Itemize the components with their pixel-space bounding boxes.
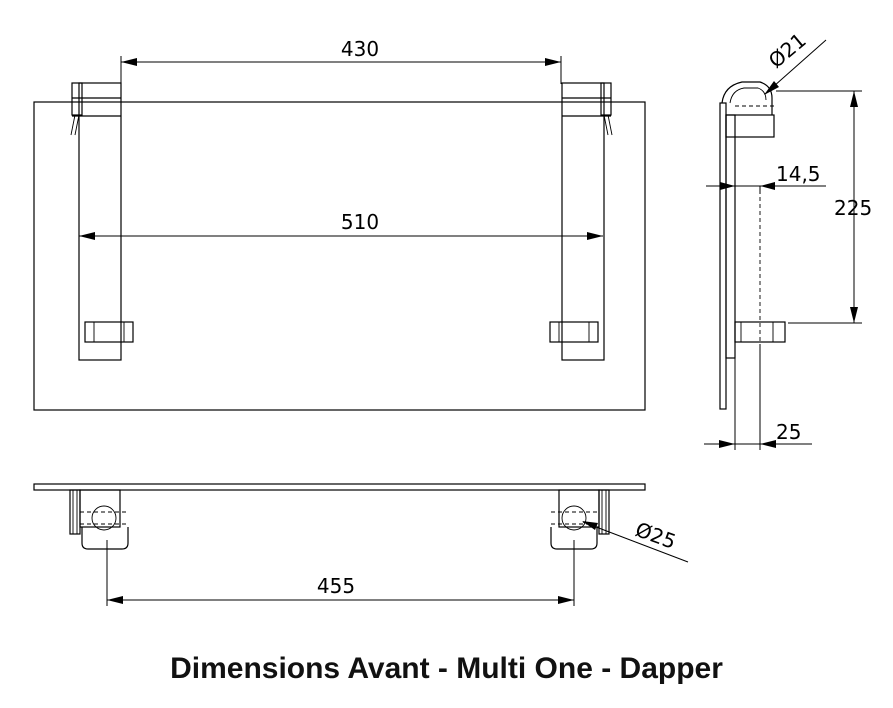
dimension-label-430: 430	[341, 37, 379, 61]
dimension-510: 510	[79, 210, 603, 240]
dimension-455: 455	[106, 540, 575, 606]
dimension-label-25: 25	[776, 420, 801, 444]
dimension-diameter-25: Ø25	[582, 517, 689, 563]
dimension-label-diameter-21: Ø21	[764, 28, 811, 73]
dimension-label-diameter-25: Ø25	[632, 517, 679, 554]
dimension-25: 25	[704, 342, 812, 450]
dimension-label-455: 455	[317, 574, 355, 598]
dimension-label-225: 225	[834, 196, 872, 220]
dimension-label-510: 510	[341, 210, 379, 234]
dimension-225: 225	[776, 90, 872, 324]
drawing-caption: Dimensions Avant - Multi One - Dapper	[170, 652, 723, 685]
left-bracket	[70, 82, 134, 361]
front-panel	[33, 101, 646, 411]
side-view: Ø21 14,5 225 25	[704, 28, 872, 450]
front-view: 430 510	[33, 37, 646, 411]
right-bracket	[549, 82, 613, 361]
bottom-view: Ø25 455	[33, 483, 689, 606]
dimension-430: 430	[120, 37, 562, 84]
dimension-14-5: 14,5	[706, 162, 826, 194]
bottom-left-bracket	[69, 489, 129, 550]
dimension-diameter-21: Ø21	[764, 28, 827, 95]
bottom-right-bracket	[550, 489, 610, 550]
dimension-label-14-5: 14,5	[776, 162, 821, 186]
